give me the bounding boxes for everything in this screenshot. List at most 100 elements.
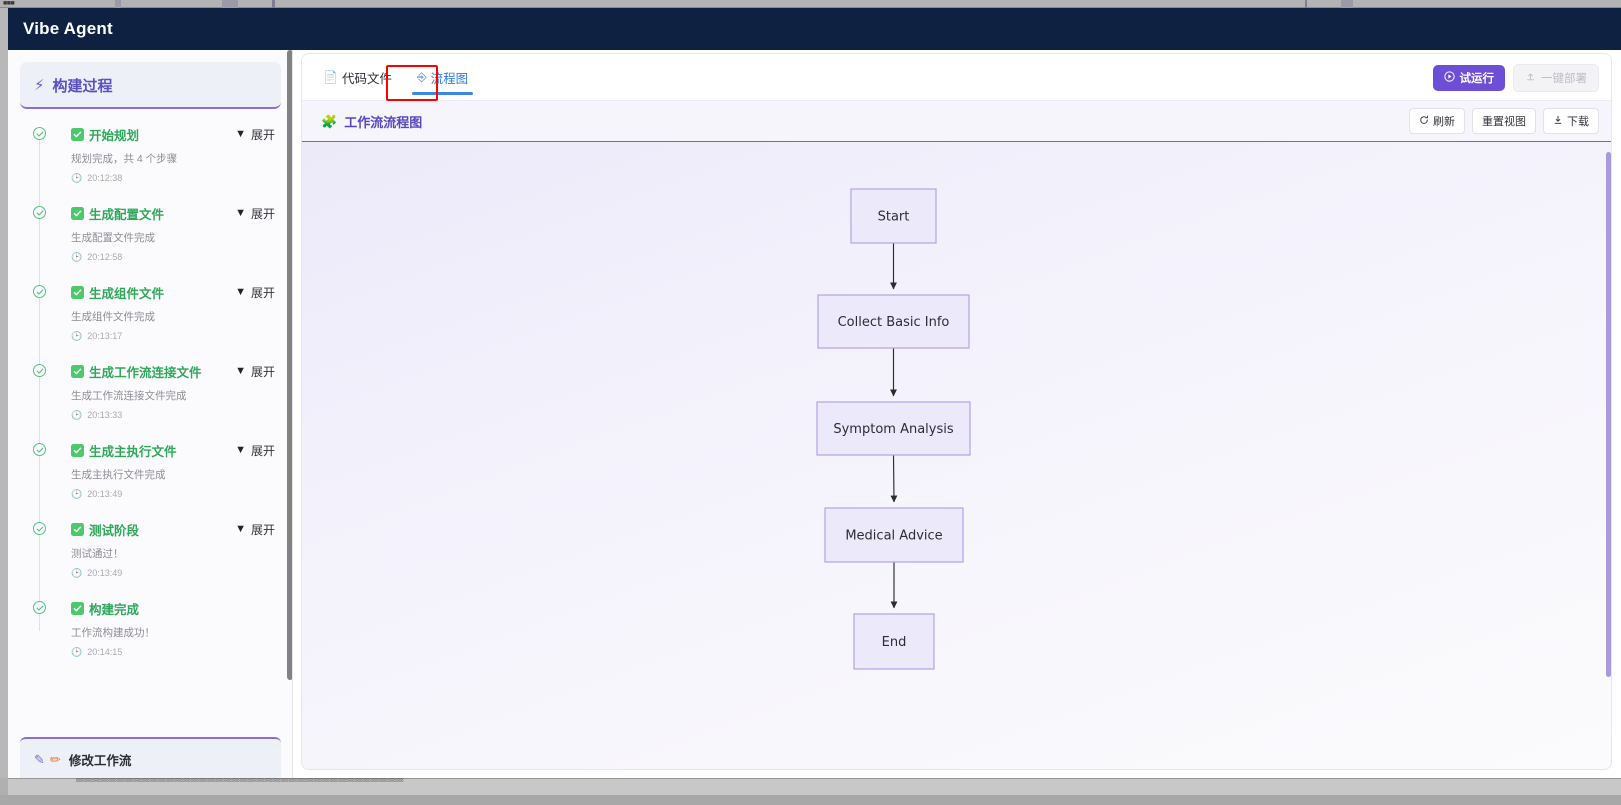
app-header: Vibe Agent [8, 8, 1621, 50]
step-expand-button[interactable]: ▼ 展开 [235, 126, 275, 143]
flowchart-node-box [853, 613, 935, 670]
diagram-toolbar: 🧩 工作流流程图 刷新 重置视图 下载 [302, 101, 1611, 141]
step-expand-label: 展开 [250, 523, 275, 537]
flowchart-node[interactable]: Collect Basic Info [817, 294, 970, 349]
build-step[interactable]: 生成工作流连接文件 ▼ 展开 生成工作流连接文件完成 🕑 20:13:33 [20, 362, 281, 420]
chevron-down-icon: ▼ [235, 286, 246, 298]
upload-cloud-icon [1525, 71, 1536, 85]
sidebar-content: ⚡ 构建过程 [8, 50, 292, 678]
step-timestamp: 20:12:38 [87, 173, 123, 183]
step-label: 开始规划 [89, 129, 140, 143]
clock-icon: 🕑 [71, 409, 83, 420]
step-expand-button[interactable]: ▼ 展开 [235, 521, 275, 538]
step-expand-label: 展开 [250, 365, 275, 379]
chrome-tab-text: ■■■ [3, 0, 15, 7]
step-expand-button[interactable]: ▼ 展开 [235, 363, 275, 380]
flowchart-node-box [816, 401, 971, 456]
tab-flowchart[interactable]: ⎆ 流程图 [408, 54, 477, 101]
build-step[interactable]: 生成组件文件 ▼ 展开 生成组件文件完成 🕑 20:13:17 [20, 283, 281, 341]
clock-icon: 🕑 [71, 646, 83, 657]
timeline-rail [39, 139, 40, 631]
step-done-checkbox-icon [71, 602, 84, 615]
flowchart-node-label: Medical Advice [845, 529, 942, 544]
flowchart-edge [890, 454, 898, 503]
flowchart-node[interactable]: Medical Advice [824, 507, 964, 563]
step-status-check-icon [33, 364, 46, 377]
step-label: 生成工作流连接文件 [89, 366, 202, 380]
step-label: 构建完成 [89, 603, 140, 617]
reset-view-button[interactable]: 重置视图 [1472, 108, 1536, 134]
step-expand-button[interactable]: ▼ 展开 [235, 205, 275, 222]
step-timestamp: 20:14:15 [87, 647, 123, 657]
step-description: 生成配置文件完成 [71, 232, 155, 244]
canvas-scrollbar-thumb[interactable] [1606, 152, 1611, 677]
refresh-button[interactable]: 刷新 [1409, 108, 1465, 134]
chevron-down-icon: ▼ [235, 365, 246, 377]
tab-flowchart-label: 流程图 [430, 71, 469, 86]
step-done-checkbox-icon [71, 286, 84, 299]
download-icon [1553, 115, 1563, 128]
step-timestamp: 20:13:49 [87, 489, 123, 499]
step-expand-button[interactable]: ▼ 展开 [235, 442, 275, 459]
step-label: 生成配置文件 [89, 208, 165, 222]
diagram-tool-buttons: 刷新 重置视图 下载 [1409, 108, 1599, 134]
flowchart-node[interactable]: End [853, 613, 935, 670]
step-expand-label: 展开 [250, 286, 275, 300]
chrome-chip [115, 0, 121, 8]
test-run-label: 试运行 [1459, 73, 1495, 85]
build-step[interactable]: 测试阶段 ▼ 展开 测试通过！ 🕑 20:13:49 [20, 520, 281, 578]
step-status-check-icon [33, 206, 46, 219]
modify-workflow-title: 修改工作流 [68, 754, 132, 768]
step-timestamp: 20:13:33 [87, 410, 123, 420]
chrome-chip [1305, 0, 1307, 8]
flowchart-node[interactable]: Start [850, 188, 937, 244]
step-description: 测试通过！ [71, 548, 124, 560]
step-expand-label: 展开 [250, 207, 275, 221]
build-step[interactable]: 开始规划 ▼ 展开 规划完成，共 4 个步骤 🕑 20:12:38 [20, 125, 281, 183]
tab-code-files[interactable]: 📄 代码文件 [314, 54, 401, 101]
build-step[interactable]: 构建完成 工作流构建成功！ 🕑 20:14:15 [20, 599, 281, 657]
step-label: 生成组件文件 [89, 287, 165, 301]
clock-icon: 🕑 [71, 330, 83, 341]
step-timestamp: 20:12:58 [87, 252, 123, 262]
step-status-check-icon [33, 127, 46, 140]
bottom-rail [0, 795, 1621, 805]
step-label: 测试阶段 [89, 524, 140, 538]
build-process-title: 构建过程 [52, 78, 113, 95]
test-run-button[interactable]: 试运行 [1432, 65, 1505, 91]
step-description: 生成工作流连接文件完成 [71, 390, 187, 402]
canvas-scrollbar[interactable] [1606, 152, 1611, 762]
step-description: 生成主执行文件完成 [71, 469, 166, 481]
flowchart-node-box [824, 507, 964, 563]
sidebar-scrollbar-thumb[interactable] [287, 50, 292, 680]
flowchart-node[interactable]: Symptom Analysis [816, 401, 971, 456]
reset-view-label: 重置视图 [1482, 116, 1526, 128]
build-process-sidebar: ⚡ 构建过程 [8, 50, 293, 778]
download-button[interactable]: 下载 [1543, 108, 1599, 134]
step-expand-button[interactable]: ▼ 展开 [235, 284, 275, 301]
build-step[interactable]: 生成配置文件 ▼ 展开 生成配置文件完成 🕑 20:12:58 [20, 204, 281, 262]
puzzle-icon: 🧩 [321, 113, 338, 129]
app-title: Vibe Agent [23, 19, 113, 38]
one-click-deploy-label: 一键部署 [1541, 73, 1587, 85]
flowchart-node-box [850, 188, 937, 244]
chevron-down-icon: ▼ [235, 444, 246, 456]
build-step-timeline: 开始规划 ▼ 展开 规划完成，共 4 个步骤 🕑 20:12:38 [20, 125, 281, 657]
modify-workflow-card[interactable]: ✎ ✏ 修改工作流 [20, 737, 281, 778]
chrome-chip [222, 0, 238, 8]
flowchart-node-label: End [882, 635, 907, 650]
branch-icon: ⎆ [416, 70, 427, 84]
sidebar-scrollbar[interactable] [287, 50, 292, 778]
one-click-deploy-button[interactable]: 一键部署 [1513, 64, 1599, 92]
clock-icon: 🕑 [71, 172, 83, 183]
step-description: 工作流构建成功！ [71, 627, 155, 639]
step-done-checkbox-icon [71, 207, 84, 220]
step-done-checkbox-icon [71, 523, 84, 536]
step-status-check-icon [33, 285, 46, 298]
build-step[interactable]: 生成主执行文件 ▼ 展开 生成主执行文件完成 🕑 20:13:49 [20, 441, 281, 499]
flowchart-node-label: Collect Basic Info [838, 315, 950, 330]
edit-underline-icon: ✎ [34, 752, 45, 767]
file-icon: 📄 [323, 70, 338, 84]
